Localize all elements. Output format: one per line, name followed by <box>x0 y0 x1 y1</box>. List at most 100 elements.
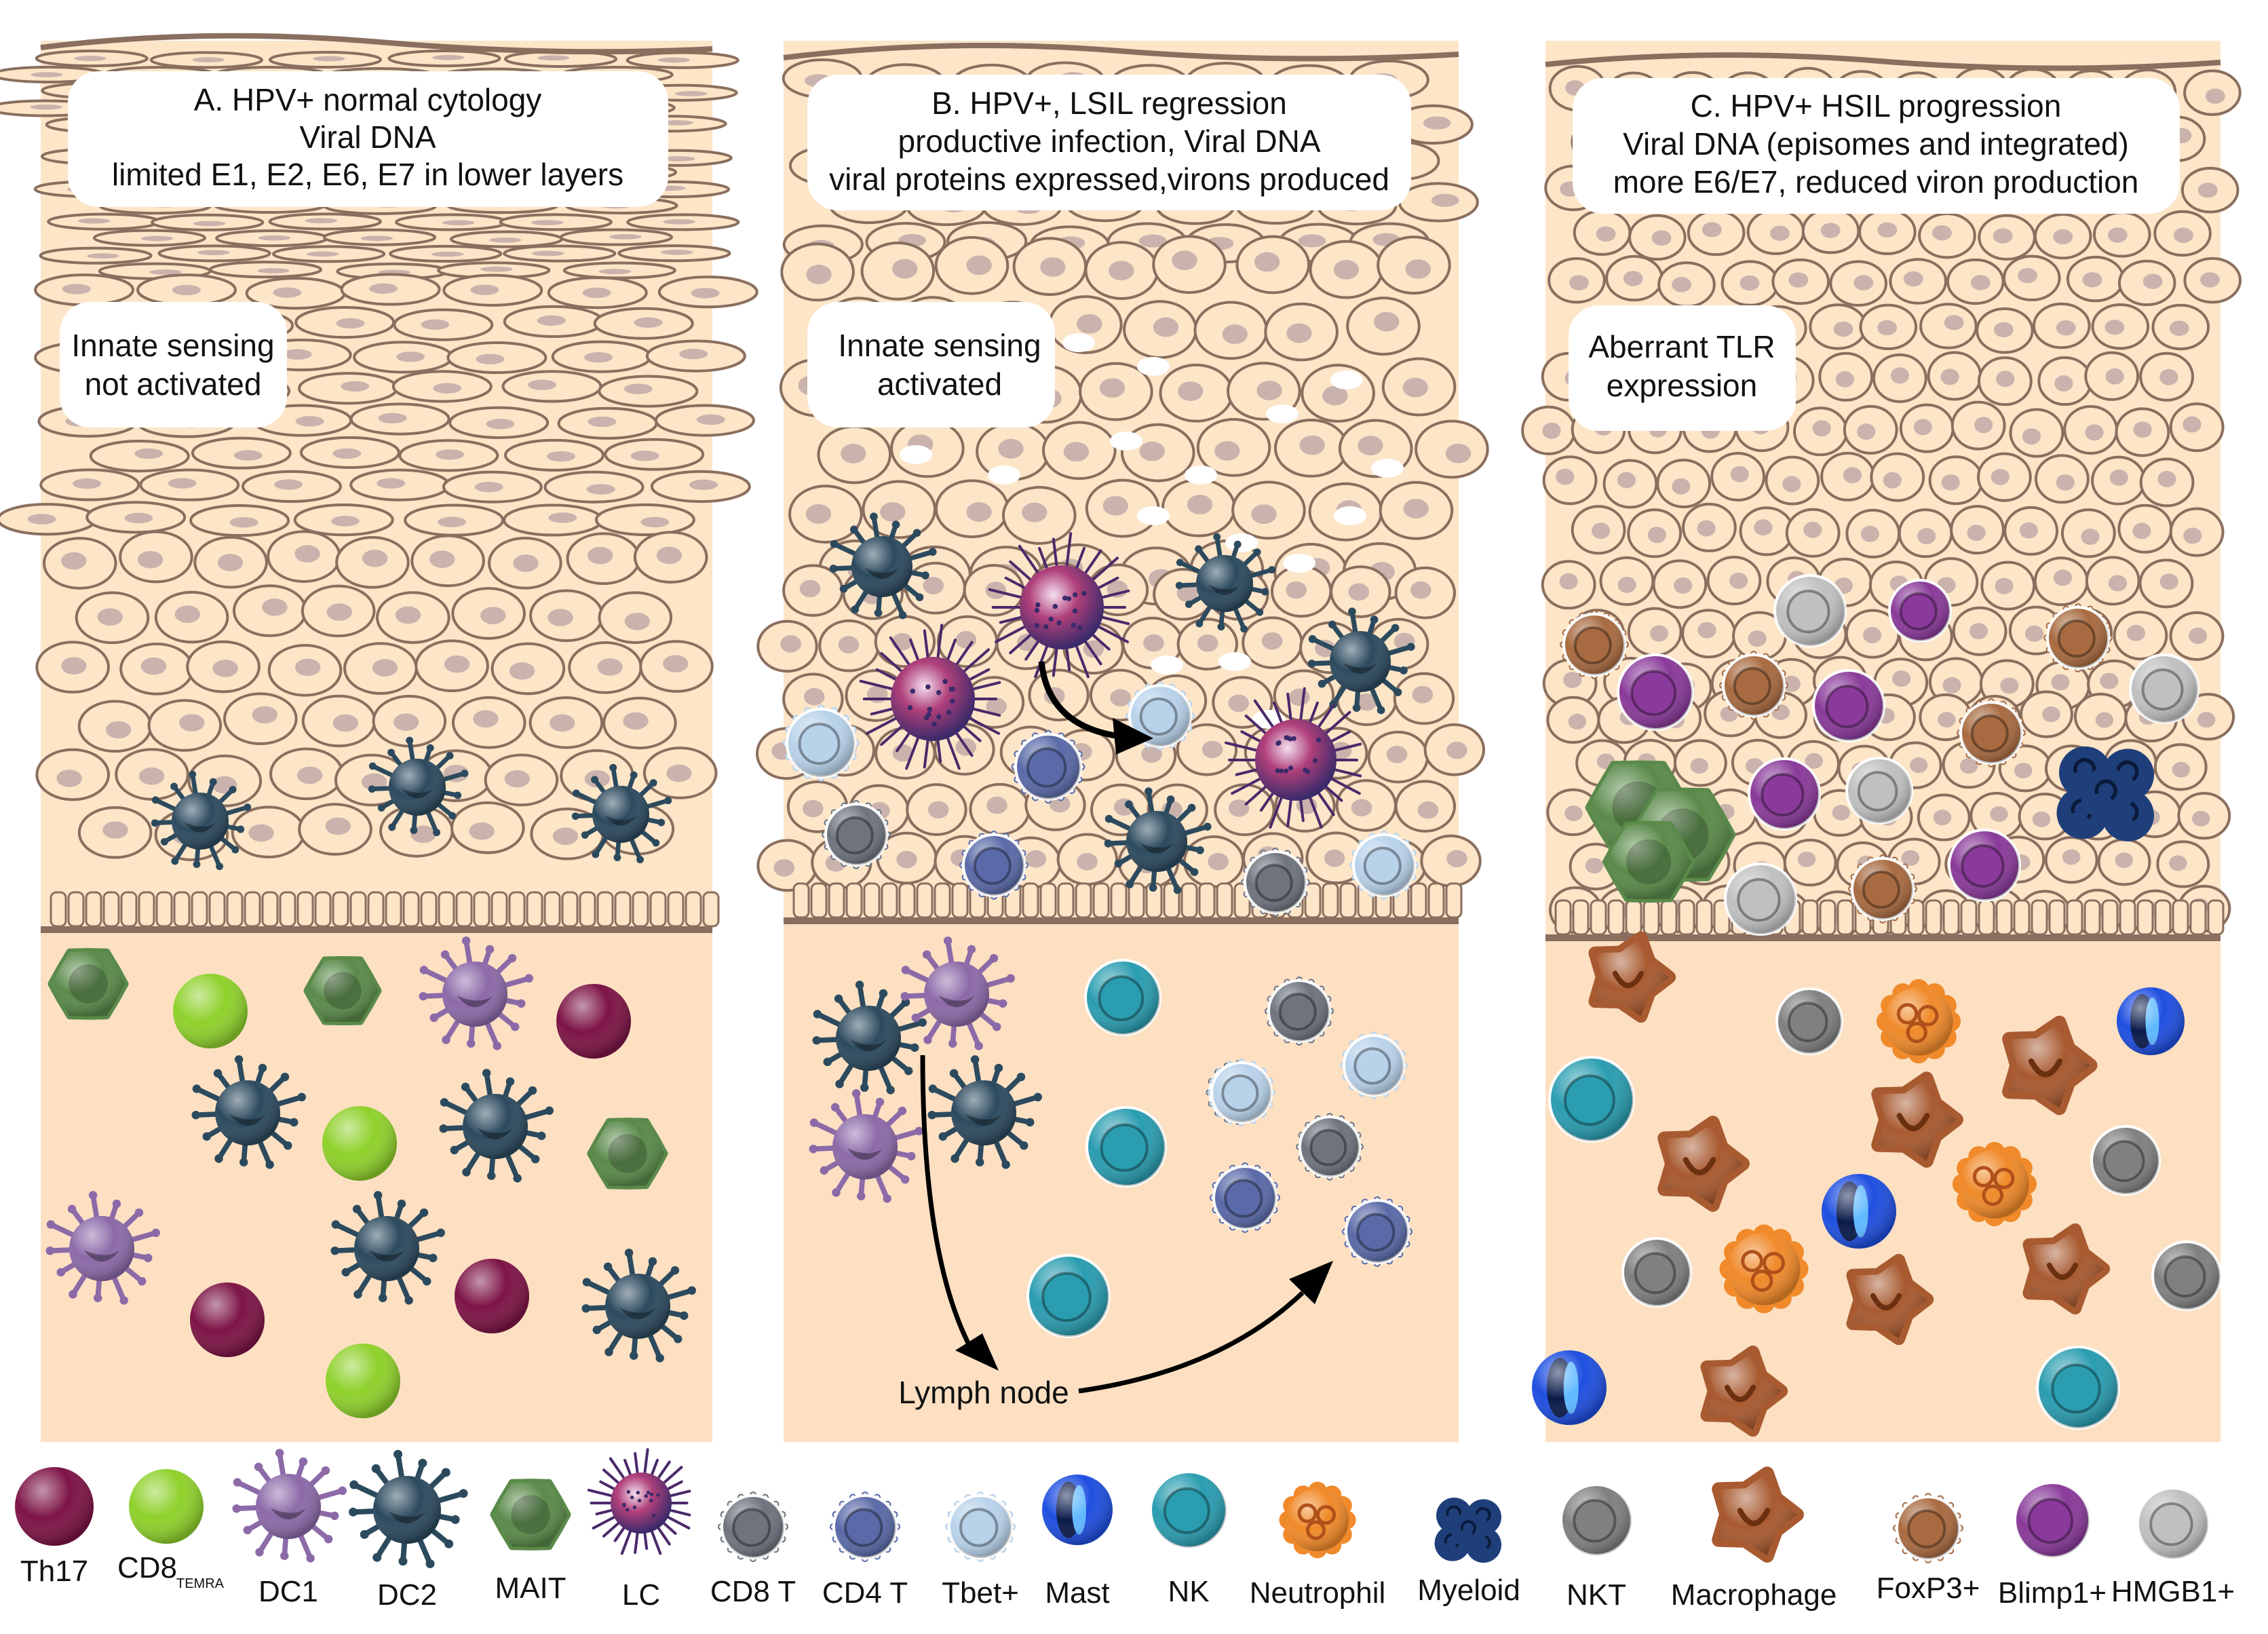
epithelial-nucleus <box>105 721 132 739</box>
epithelial-nucleus <box>1993 228 2013 244</box>
epithelial-nucleus <box>1333 260 1360 280</box>
epithelial-nucleus <box>248 824 274 842</box>
epithelial-nucleus <box>395 606 421 624</box>
panel-b-title-line-1: B. HPV+, LSIL regression <box>931 86 1287 121</box>
epithelial-nucleus <box>679 348 708 360</box>
mast-cell <box>1822 1174 1896 1249</box>
panel-a-surface-edge <box>40 33 713 55</box>
epithelial-nucleus <box>1812 420 1831 437</box>
epithelial-nucleus <box>1853 275 1874 290</box>
foxp3-cell <box>1848 854 1917 924</box>
tbet-cell <box>1208 1059 1275 1126</box>
epithelial-nucleus <box>806 265 832 284</box>
basal-cell <box>2154 899 2172 936</box>
epithelial-nucleus <box>138 767 165 785</box>
epithelial-nucleus <box>1423 116 1451 130</box>
tbet-cell <box>782 704 860 782</box>
basal-cell <box>632 891 649 928</box>
blimp1-cell <box>1748 757 1821 831</box>
epithelial-nucleus <box>1970 275 1991 290</box>
epithelial-nucleus <box>1446 741 1467 759</box>
epithelial-nucleus <box>2109 469 2128 486</box>
legend-th17-label: Th17 <box>20 1555 88 1588</box>
epithelial-nucleus <box>1690 758 1708 774</box>
epithelial-nucleus <box>597 658 623 676</box>
panel-a-title-line-1: A. HPV+ normal cytology <box>194 82 542 117</box>
epithelial-nucleus <box>773 859 795 877</box>
epithelial-nucleus <box>802 799 824 818</box>
panel-a-sensing-box: Innate sensing not activated <box>60 302 287 428</box>
epithelial-nucleus <box>1883 472 1902 489</box>
epithelial-nucleus <box>258 235 291 241</box>
epithelial-nucleus <box>233 450 263 461</box>
epithelial-nucleus <box>2105 368 2124 385</box>
blimp1-cell <box>1948 829 2021 902</box>
dc2-cell <box>812 981 927 1095</box>
panel-a-title-line-2: Viral DNA <box>299 119 436 155</box>
epithelial-nucleus <box>2172 761 2191 778</box>
epithelial-nucleus <box>841 444 866 463</box>
epithelial-nucleus <box>623 383 653 394</box>
basal-cell <box>1590 899 1607 936</box>
epithelial-nucleus <box>179 714 205 732</box>
epithelial-nucleus <box>1860 525 1880 542</box>
epithelial-nucleus <box>1431 193 1459 207</box>
epithelial-nucleus <box>2107 227 2128 243</box>
hmgb1-cell <box>1773 574 1847 647</box>
epithelial-nucleus <box>696 414 725 425</box>
legend-nk-label: NK <box>1168 1575 1209 1608</box>
basal-cell <box>2189 899 2207 936</box>
legend-cd4t-label: CD4 T <box>822 1576 908 1610</box>
epithelial-nucleus <box>1172 250 1197 271</box>
epithelial-nucleus <box>2183 416 2202 433</box>
dc1-cell <box>45 1191 160 1305</box>
epithelial-nucleus <box>1559 573 1578 590</box>
epithelial-nucleus <box>799 580 821 598</box>
epithelial-nucleus <box>378 413 407 423</box>
epithelial-nucleus <box>1623 271 1643 286</box>
epithelial-nucleus <box>838 636 860 653</box>
epithelial-nucleus <box>640 516 670 528</box>
epithelial-nucleus <box>531 250 564 256</box>
legend-mait-label: MAIT <box>495 1572 566 1605</box>
epithelial-nucleus <box>1932 225 1952 241</box>
epithelial-nucleus <box>102 821 128 839</box>
epithelial-nucleus <box>2188 627 2208 644</box>
epithelial-nucleus <box>326 603 353 621</box>
legend-nk-icon <box>1149 1470 1228 1549</box>
epithelial-nucleus <box>1730 466 1749 482</box>
panel-a-title-box: A. HPV+ normal cytology Viral DNA limite… <box>68 71 668 207</box>
hmgb1-cell <box>1845 757 1913 824</box>
basal-cell <box>1410 882 1427 919</box>
dc2-cell <box>1307 607 1415 715</box>
mast-cell <box>2117 987 2185 1055</box>
basal-cell <box>473 891 491 928</box>
epithelial-nucleus <box>217 554 244 571</box>
epithelial-nucleus <box>588 546 613 565</box>
foxp3-cell <box>1957 698 2026 767</box>
epithelial-nucleus <box>1324 849 1345 867</box>
basal-cell <box>367 891 385 928</box>
basal-cell <box>863 882 881 919</box>
epithelial-nucleus <box>1228 694 1249 712</box>
epithelial-nucleus <box>1564 805 1583 822</box>
cd4t-cell <box>959 831 1029 900</box>
epithelial-nucleus <box>1386 746 1408 763</box>
epithelial-nucleus <box>2197 183 2218 198</box>
nk-cell <box>1026 1254 1111 1338</box>
epithelial-nucleus <box>1969 623 1988 640</box>
epithelial-nucleus <box>192 57 225 62</box>
epithelial-nucleus <box>369 283 398 294</box>
epithelial-nucleus <box>661 249 693 255</box>
arrow-from-lymph-node-head <box>1289 1261 1333 1304</box>
legend-nkt-label: NKT <box>1567 1578 1626 1612</box>
epithelial-nucleus <box>547 451 576 462</box>
cd4t-cell <box>1341 1196 1413 1268</box>
epithelial-nucleus <box>927 801 949 819</box>
epithelial-nucleus <box>61 657 87 675</box>
epithelial-nucleus <box>1754 519 1773 536</box>
epithelial-nucleus <box>1797 851 1816 867</box>
epithelial-nucleus <box>1222 324 1248 344</box>
epithelial-nucleus <box>1974 417 1993 434</box>
